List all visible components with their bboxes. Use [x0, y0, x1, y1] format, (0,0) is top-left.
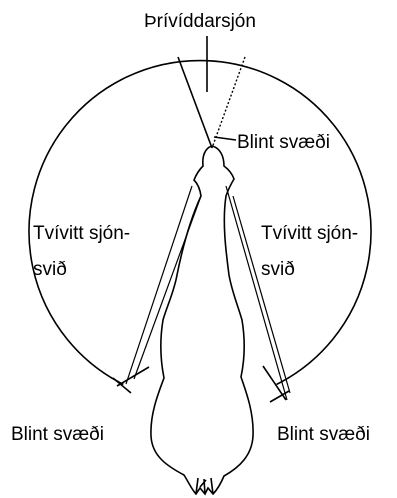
left-field-line-inner [126, 186, 192, 384]
horse-silhouette-icon [151, 146, 253, 494]
label-binocular-vision: Þrívíddarsjón [144, 11, 256, 32]
label-left-field-line1: Tvívitt sjón- [33, 223, 130, 244]
label-left-field-line2: svið [33, 259, 67, 280]
label-blind-area-top: Blint svæði [237, 132, 330, 153]
blind-top-pointer [214, 137, 236, 140]
blind-left-tick-b [113, 378, 131, 393]
blind-left-tick-a [117, 367, 149, 386]
label-right-field-line1: Tvívitt sjón- [261, 223, 358, 244]
right-field-line-inner [226, 186, 287, 400]
label-blind-area-left: Blint svæði [11, 424, 104, 445]
label-blind-area-right: Blint svæði [277, 424, 370, 445]
label-right-field-line2: svið [261, 259, 295, 280]
